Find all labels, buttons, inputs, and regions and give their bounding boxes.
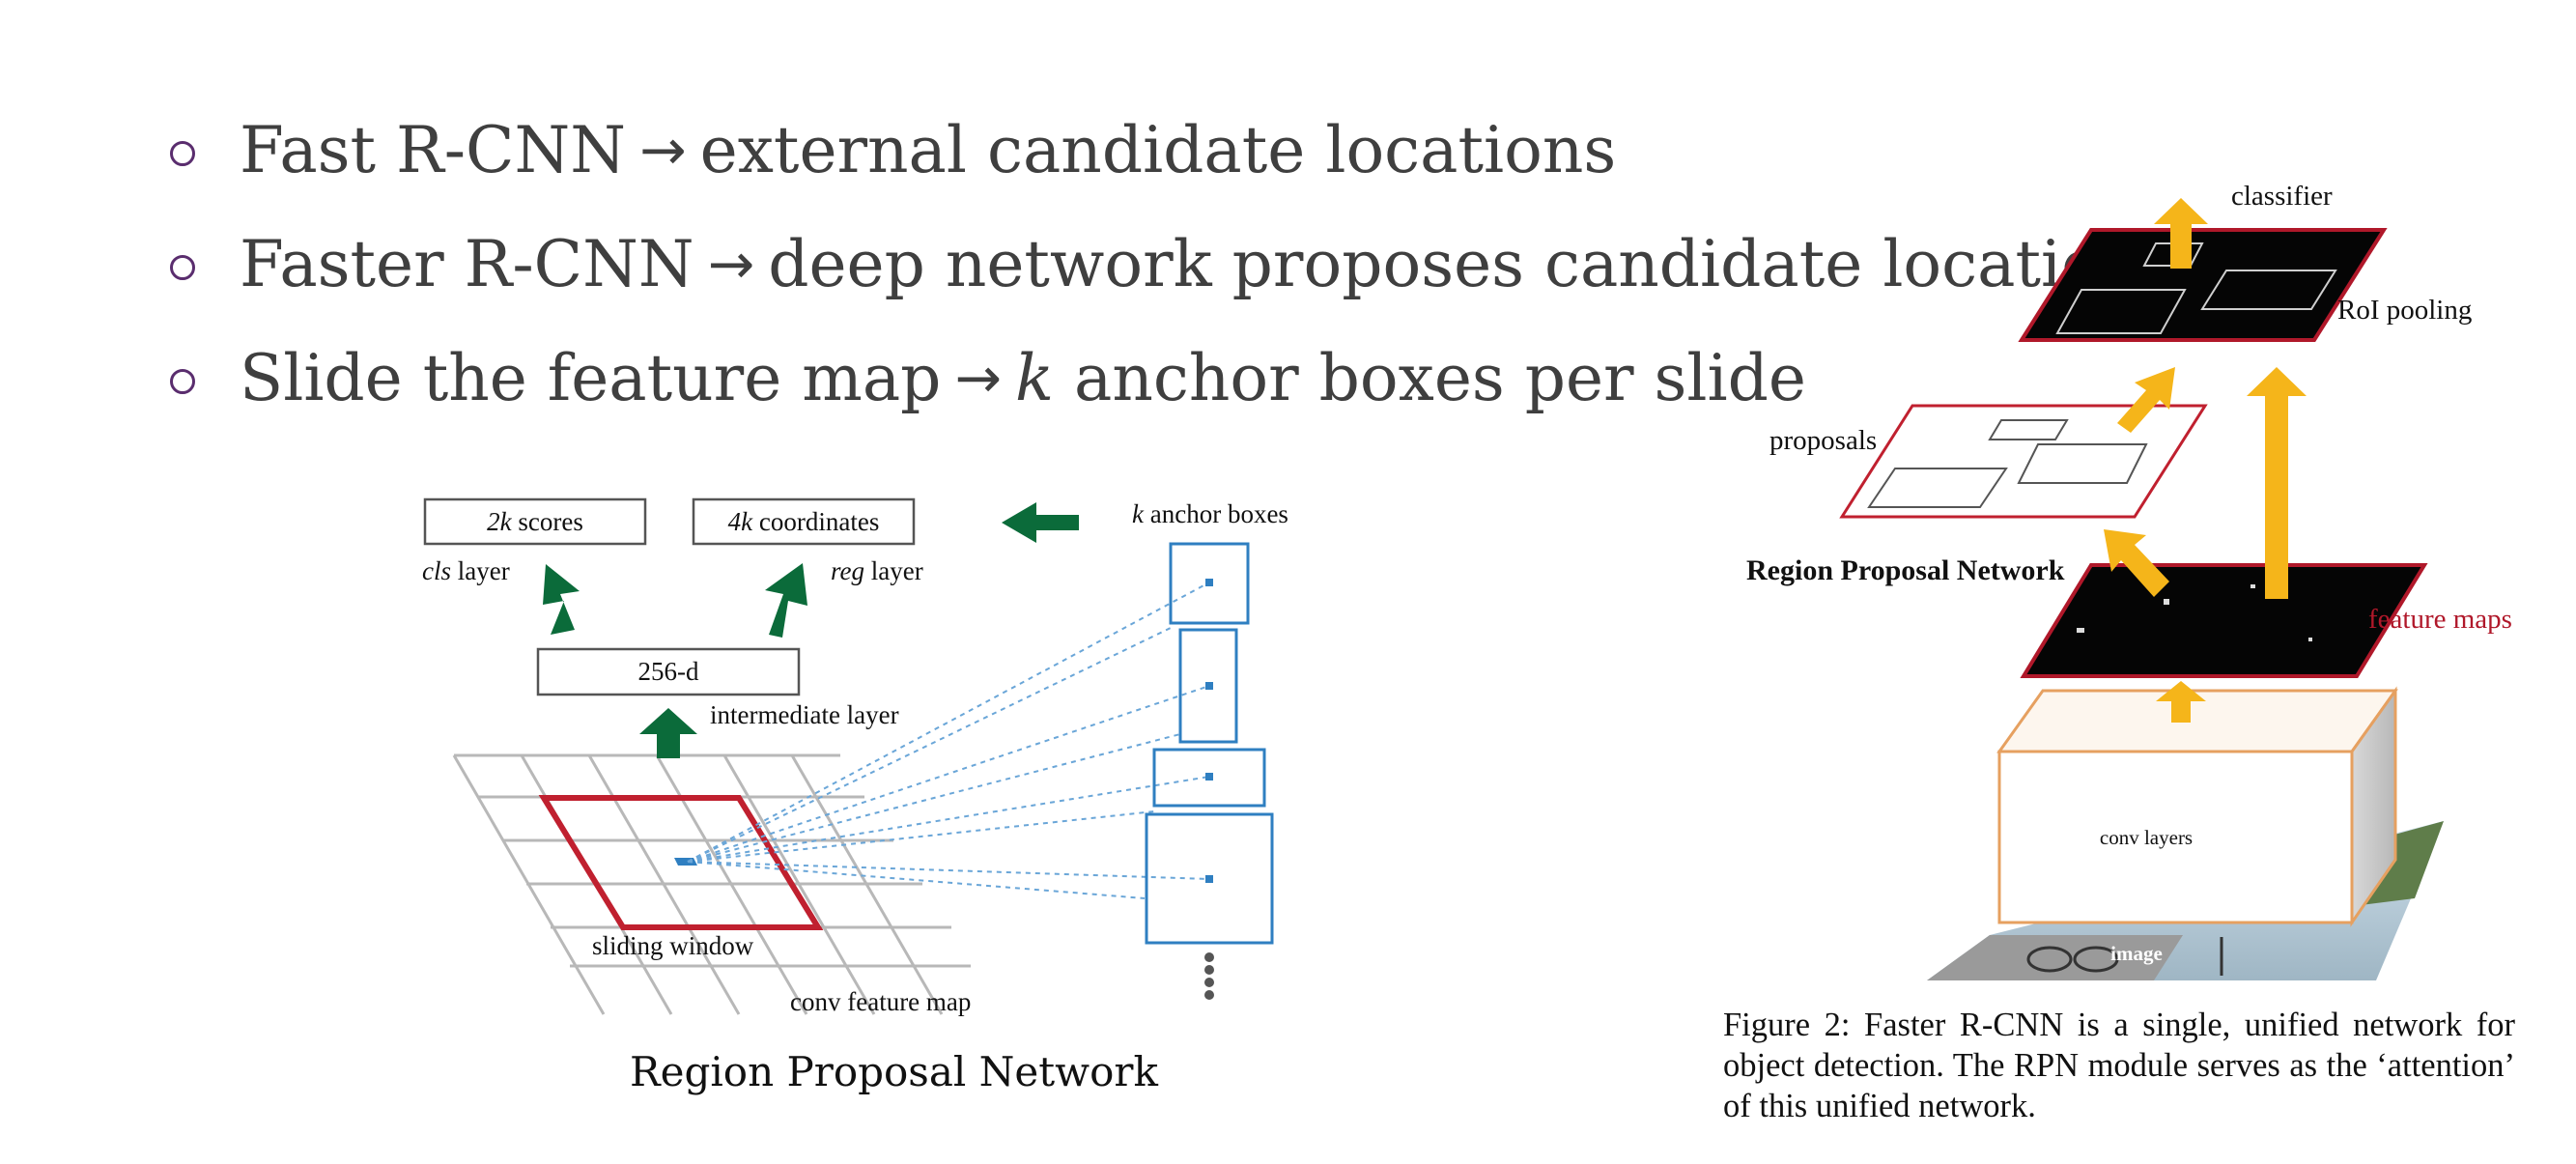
image-label: image <box>2110 942 2163 965</box>
conv-layers-box <box>1996 686 2398 927</box>
reg-layer-label: reg layer <box>831 556 923 585</box>
anchor-box-2 <box>1178 628 1238 744</box>
sliding-window-label: sliding window <box>592 931 754 960</box>
bullet-fast-rcnn: Fast R-CNN → external candidate location… <box>170 93 2173 207</box>
yellow-arrow-rpn-to-proposals-icon <box>2104 529 2169 597</box>
rpn-label: Region Proposal Network <box>1746 554 2065 586</box>
cls-scores-box <box>423 497 647 546</box>
reg-coords-box <box>692 497 916 546</box>
conv-feature-grid <box>452 753 971 1015</box>
bullet-k: k <box>1015 340 1055 415</box>
green-arrow-up-icon <box>639 708 697 758</box>
right-arrow-icon: → <box>954 345 1003 411</box>
intermediate-256d-box <box>536 647 801 696</box>
intermediate-256d-label: 256-d <box>638 657 699 686</box>
anchor-center-dots <box>1205 579 1213 883</box>
conv-feature-map-label: conv feature map <box>790 987 971 1016</box>
roi-pooling-label: RoI pooling <box>2337 295 2472 326</box>
bullet-text-before: Faster R-CNN <box>240 226 694 301</box>
anchor-box-1 <box>1169 542 1250 625</box>
bullet-circle-icon <box>170 255 195 280</box>
bullet-text-after: deep network proposes candidate location… <box>768 226 2174 301</box>
classifier-label: classifier <box>2231 181 2333 212</box>
cls-scores-label: 2k scores <box>487 507 583 536</box>
anchor-boxes-label: k anchor boxes <box>1132 499 1288 528</box>
figure-2-caption: Figure 2: Faster R-CNN is a single, unif… <box>1723 1007 2515 1124</box>
bullet-list: Fast R-CNN → external candidate location… <box>170 93 2173 435</box>
bullet-text-after: anchor boxes per slide <box>1074 340 1806 415</box>
yellow-arrow-conv-to-feature-icon <box>2156 681 2206 723</box>
input-image-plane <box>1927 821 2444 980</box>
bullet-text-after: external candidate locations <box>699 112 1617 187</box>
right-arrow-icon: → <box>707 231 755 297</box>
yellow-arrow-feature-to-roi-icon <box>2247 367 2307 599</box>
bullet-circle-icon <box>170 369 195 394</box>
conv-layers-label: conv layers <box>2100 826 2193 849</box>
more-anchors-dots-icon <box>1204 952 1214 1000</box>
bullet-sliding: Slide the feature map → k anchor boxes p… <box>170 321 2173 435</box>
green-arrow-reg-icon <box>765 563 807 638</box>
reg-coords-label: 4k coordinates <box>728 507 880 536</box>
anchor-box-4 <box>1145 812 1274 945</box>
right-arrow-icon: → <box>639 117 687 183</box>
bullet-text-before: Fast R-CNN <box>240 112 627 187</box>
anchor-dashed-lines <box>687 582 1210 899</box>
window-center-dot <box>674 858 697 866</box>
bullet-faster-rcnn: Faster R-CNN → deep network proposes can… <box>170 207 2173 321</box>
feature-maps-plane <box>2020 563 2428 678</box>
cls-layer-label: cls layer <box>422 556 510 585</box>
feature-speckles <box>2077 584 2312 641</box>
bullet-circle-icon <box>170 141 195 166</box>
intermediate-layer-label: intermediate layer <box>710 700 899 729</box>
sliding-window-box <box>538 795 824 930</box>
green-arrow-left-icon <box>1002 502 1079 543</box>
anchor-boxes <box>1145 542 1274 945</box>
rpn-figure-caption: Region Proposal Network <box>630 1048 1158 1095</box>
green-arrow-cls-icon <box>543 564 580 635</box>
feature-maps-label: feature maps <box>2368 604 2512 635</box>
anchor-box-3 <box>1152 748 1266 808</box>
bullet-text-before: Slide the feature map <box>240 340 942 415</box>
